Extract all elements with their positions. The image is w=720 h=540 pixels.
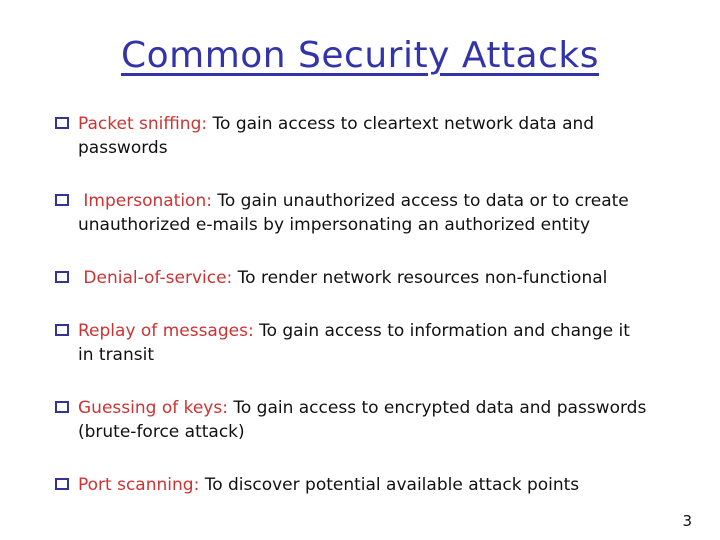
square-bullet-icon [55,194,69,206]
attack-name: Impersonation: [78,191,212,211]
slide-title-text: Common Security Attacks [120,35,600,76]
bullet-text: Packet sniffing: To gain access to clear… [78,112,594,160]
square-bullet-icon [55,324,69,336]
attack-description: To gain access to cleartext network data… [78,114,595,158]
bullet-text: Port scanning: To discover potential ava… [78,473,579,497]
bullet-item-impersonation: Impersonation: To gain unauthorized acce… [55,189,706,237]
bullet-item-replay-of-messages: Replay of messages: To gain access to in… [55,319,706,367]
attack-description: To discover potential available attack p… [199,475,580,495]
attack-name: Denial-of-service: [78,268,233,288]
square-bullet-icon [55,401,69,413]
bullet-item-port-scanning: Port scanning: To discover potential ava… [55,473,706,497]
square-bullet-icon [55,117,69,129]
attack-name: Port scanning: [78,475,200,495]
attack-name: Guessing of keys: [78,398,228,418]
bullet-item-denial-of-service: Denial-of-service: To render network res… [55,266,706,290]
bullet-text: Replay of messages: To gain access to in… [78,319,630,367]
bullet-text: Impersonation: To gain unauthorized acce… [78,189,629,237]
bullet-text: Denial-of-service: To render network res… [78,266,607,290]
attack-name: Replay of messages: [78,321,254,341]
square-bullet-icon [55,271,69,283]
bullet-list: Packet sniffing: To gain access to clear… [0,112,720,497]
bullet-item-packet-sniffing: Packet sniffing: To gain access to clear… [55,112,706,160]
bullet-text: Guessing of keys: To gain access to encr… [78,396,646,444]
slide-title: Common Security Attacks [0,0,720,82]
attack-name: Packet sniffing: [78,114,208,134]
page-number: 3 [682,512,692,530]
attack-description: To gain access to information and change… [78,321,630,365]
square-bullet-icon [55,478,69,490]
attack-description: To gain access to encrypted data and pas… [78,398,647,442]
attack-description: To render network resources non-function… [232,268,608,288]
bullet-item-guessing-of-keys: Guessing of keys: To gain access to encr… [55,396,706,444]
attack-description: To gain unauthorized access to data or t… [78,191,629,235]
